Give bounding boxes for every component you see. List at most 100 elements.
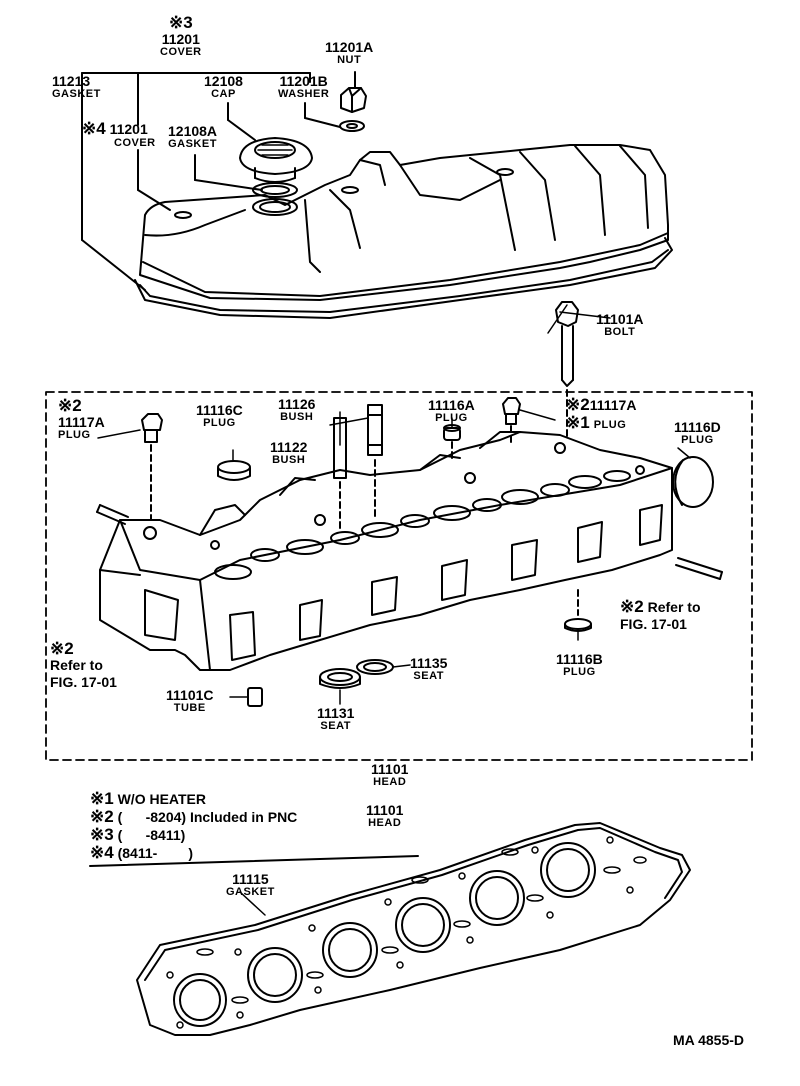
part-number: 11122 xyxy=(270,439,308,455)
footnotes: ※1 W/O HEATER ※2 ( -8204) Included in PN… xyxy=(90,790,297,862)
bolt-label: 11101A BOLT xyxy=(596,312,644,338)
cap-gasket-label: 12108A GASKET xyxy=(168,124,217,150)
note-mark-2: ※2 xyxy=(50,639,74,658)
note-mark-2: ※2 xyxy=(90,807,114,826)
refer-text: Refer to xyxy=(50,657,103,673)
part-number: 11201 xyxy=(161,31,200,47)
part-name: SEAT xyxy=(413,670,444,682)
tube-label: 11101C TUBE xyxy=(166,688,214,714)
diagram-code: MA 4855-D xyxy=(672,1032,744,1048)
part-name: GASKET xyxy=(168,138,217,150)
note-mark-1: ※1 xyxy=(566,413,590,432)
head-gasket xyxy=(136,822,691,1036)
part-number: 12108A xyxy=(168,123,218,139)
head-assembly-frame xyxy=(45,391,753,761)
note-mark-3: ※3 xyxy=(168,13,193,32)
refer-left: ※2 Refer to FIG. 17-01 xyxy=(50,640,117,691)
part-name: BUSH xyxy=(280,411,314,423)
part-name: NUT xyxy=(337,54,362,66)
footnote-text: (8411- ) xyxy=(117,845,194,861)
footnote-2: ※2 ( -8204) Included in PNC xyxy=(90,808,297,826)
part-name: HEAD xyxy=(368,817,402,829)
part-number: 11101C xyxy=(166,687,214,703)
nut-label: 11201A NUT xyxy=(325,40,373,66)
bush-lower-label: 11122 BUSH xyxy=(270,440,307,466)
footnote-text: ( -8204) Included in PNC xyxy=(117,809,298,825)
part-number: 11117A xyxy=(58,414,105,430)
footnote-text: ( -8411) xyxy=(117,827,186,843)
part-number: 11116C xyxy=(196,402,243,418)
part-number: 11213 xyxy=(52,73,91,89)
note-mark-2: ※2 xyxy=(566,395,590,414)
cap-label: 12108 CAP xyxy=(204,74,243,100)
plug-b-label: 11116B PLUG xyxy=(556,652,603,678)
part-number: 11135 xyxy=(410,655,448,671)
part-name: PLUG xyxy=(58,429,91,441)
part-number: 11201A xyxy=(325,39,374,55)
part-number: 11101 xyxy=(371,761,409,777)
footnote-text: W/O HEATER xyxy=(117,791,206,807)
part-name: GASKET xyxy=(52,88,101,100)
refer-right: ※2 Refer to FIG. 17-01 xyxy=(620,598,701,633)
refer-text: Refer to xyxy=(647,599,701,615)
plug-c-label: 11116C PLUG xyxy=(196,403,243,429)
plug-a-label: 11116A PLUG xyxy=(428,398,475,424)
part-name: PLUG xyxy=(681,434,714,446)
part-name: PLUG xyxy=(563,666,596,678)
part-name: SEAT xyxy=(320,720,351,732)
note-mark-3: ※3 xyxy=(90,825,114,844)
part-name: PLUG xyxy=(435,412,468,424)
head-gasket-label: 11115 GASKET xyxy=(226,872,275,898)
cover-alt-label: ※4 11201 COVER xyxy=(82,120,156,149)
cover-main-label: ※3 11201 COVER xyxy=(160,14,202,58)
part-number: 11116D xyxy=(674,419,721,435)
part-name: BUSH xyxy=(272,454,306,466)
pnc-head-label: 11101 HEAD xyxy=(366,803,403,829)
cover-washer xyxy=(339,120,365,132)
stud-right xyxy=(675,557,723,580)
part-number: 11115 xyxy=(232,871,269,887)
part-name: CAP xyxy=(211,88,236,100)
footnote-1: ※1 W/O HEATER xyxy=(90,790,297,808)
stud-left xyxy=(96,504,129,525)
part-number: 11101A xyxy=(596,311,644,327)
notes-divider xyxy=(89,855,419,867)
part-number: 11116B xyxy=(556,651,603,667)
part-name: GASKET xyxy=(226,886,275,898)
seat-131-label: 11131 SEAT xyxy=(317,706,354,732)
tube-11101c xyxy=(247,687,263,707)
part-number: 11201 xyxy=(109,121,148,137)
part-number: 11201B xyxy=(279,73,328,89)
seat-11135 xyxy=(356,659,394,675)
note-mark-2: ※2 xyxy=(620,597,644,616)
plug-left-label: ※2 11117A PLUG xyxy=(58,397,105,441)
footnote-4: ※4 (8411- ) xyxy=(90,844,297,862)
bush-upper-label: 11126 BUSH xyxy=(278,397,315,423)
plug-11116d xyxy=(672,456,714,508)
part-number: 11101 xyxy=(366,802,404,818)
note-mark-1: ※1 xyxy=(90,789,114,808)
plug-d-label: 11116D PLUG xyxy=(674,420,721,446)
seat-11131 xyxy=(319,668,361,689)
part-number: 11131 xyxy=(317,705,355,721)
note-mark-2: ※2 xyxy=(58,396,82,415)
part-name: TUBE xyxy=(173,702,206,714)
note-mark-4: ※4 xyxy=(82,119,106,138)
part-name: COVER xyxy=(114,137,156,149)
part-name: BOLT xyxy=(604,326,636,338)
part-number: 11126 xyxy=(278,396,316,412)
part-name: PLUG xyxy=(593,419,627,431)
seat-135-label: 11135 SEAT xyxy=(410,656,447,682)
part-name: WASHER xyxy=(278,88,330,100)
plug-11116c xyxy=(217,460,251,481)
cylinder-head-block xyxy=(99,431,673,671)
cover-gasket-label: 11213 GASKET xyxy=(52,74,101,100)
valve-cover xyxy=(139,144,669,301)
bush-11126 xyxy=(367,404,383,521)
part-number: 11116A xyxy=(428,397,475,413)
fig-reference: FIG. 17-01 xyxy=(50,674,117,690)
part-name: HEAD xyxy=(373,776,407,788)
cover-leader-lines xyxy=(81,71,356,291)
footnote-3: ※3 ( -8411) xyxy=(90,826,297,844)
